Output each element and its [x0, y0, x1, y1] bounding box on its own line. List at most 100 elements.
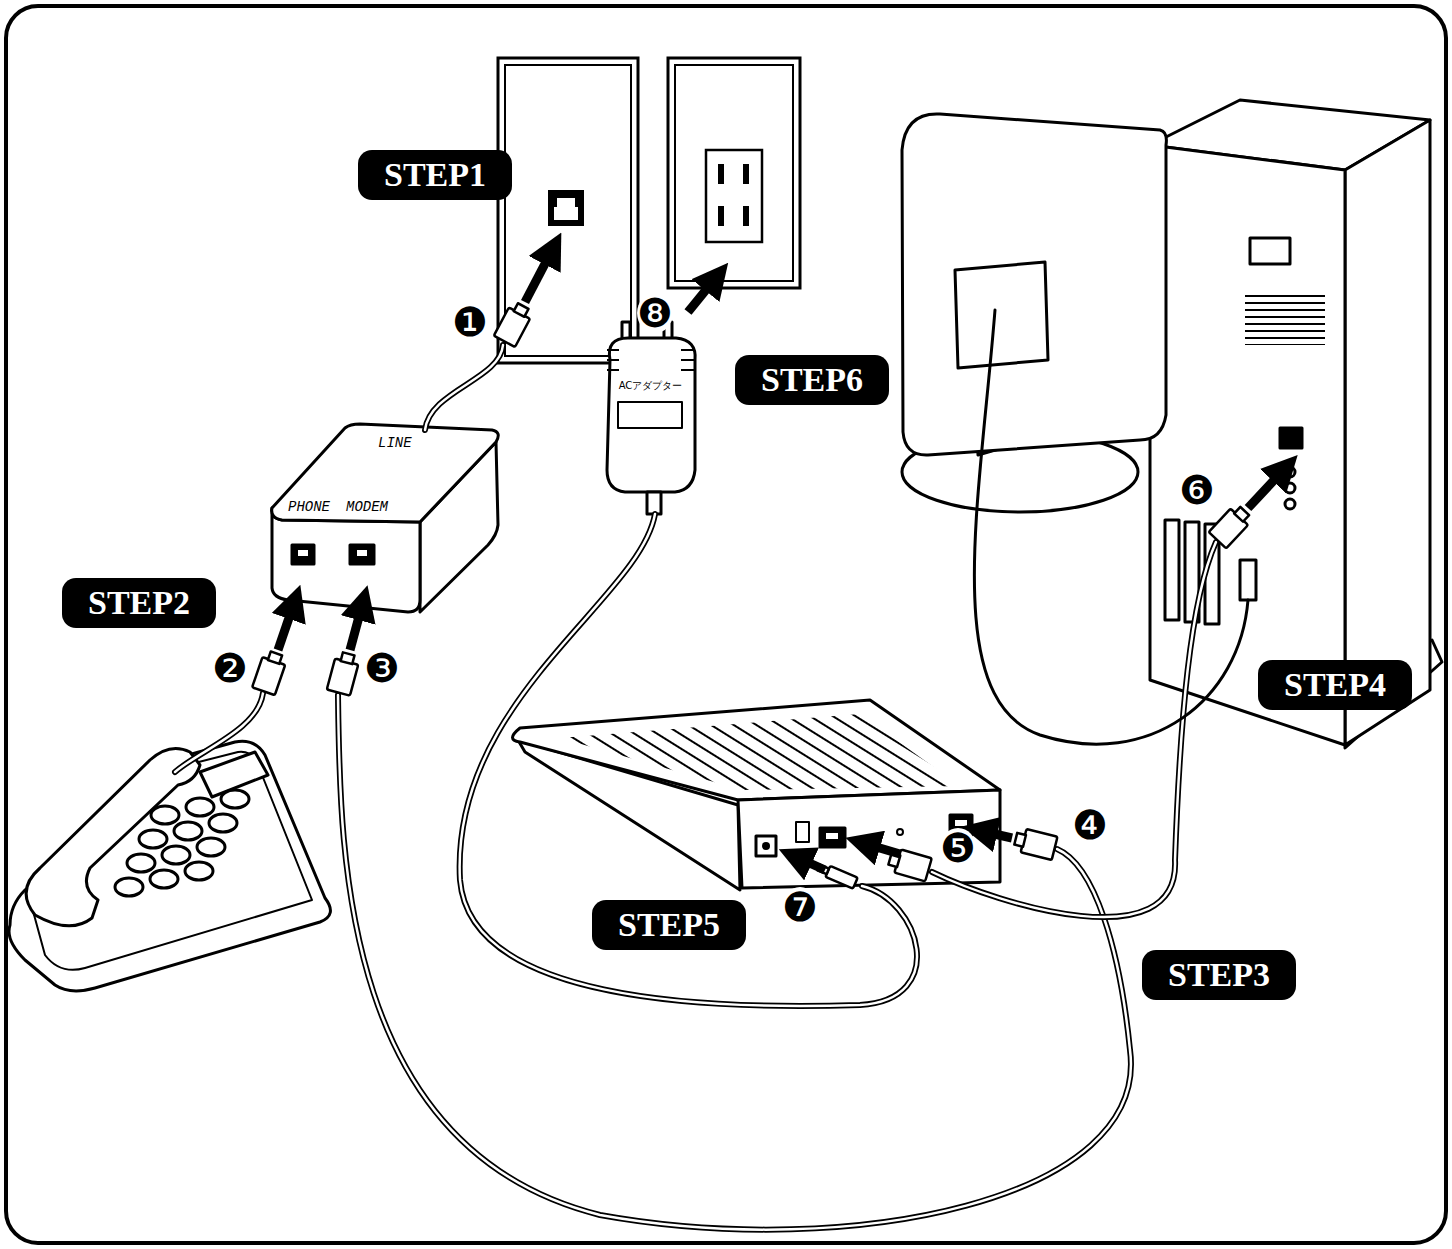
frame — [6, 6, 1446, 1243]
cable — [175, 310, 1248, 1230]
telephone — [186, 798, 214, 816]
callout-number: ❽ — [637, 293, 673, 333]
step-badge: STEP6 — [735, 355, 889, 405]
plug — [341, 652, 355, 664]
cable — [974, 310, 1248, 744]
power-outlet — [668, 58, 800, 288]
power-outlet — [706, 150, 762, 242]
step-label: STEP1 — [384, 157, 486, 193]
line-splitter — [272, 508, 420, 612]
telephone — [127, 854, 155, 872]
telephone — [221, 790, 249, 808]
step-label: STEP4 — [1284, 667, 1386, 703]
modem — [820, 828, 845, 847]
plug — [1013, 827, 1058, 860]
power-outlet — [675, 65, 793, 281]
device-label: PHONE — [288, 500, 330, 515]
insert-arrow — [350, 613, 360, 650]
step-badge: STEP5 — [592, 900, 746, 950]
monitor — [902, 114, 1166, 512]
ac-adapter — [681, 349, 695, 351]
modem — [796, 822, 809, 842]
modem — [738, 790, 1000, 888]
pc-tower — [1285, 483, 1295, 493]
line-splitter — [272, 424, 499, 522]
cable — [175, 693, 263, 772]
insert-arrow — [1248, 476, 1278, 508]
callout-number: ❷ — [212, 648, 248, 688]
plug — [268, 651, 282, 663]
phone-wall-jack — [505, 65, 631, 356]
plug — [327, 659, 358, 696]
telephone — [9, 741, 330, 991]
insert-arrow — [278, 258, 1278, 870]
line-splitter — [350, 545, 374, 564]
step-label: STEP6 — [761, 362, 863, 398]
telephone — [139, 830, 167, 848]
step-badge: STEP3 — [1142, 950, 1296, 1000]
power-outlet — [668, 58, 800, 288]
insert-arrow — [805, 861, 825, 870]
device-label: ACアダプター — [603, 380, 698, 391]
modem — [756, 836, 776, 856]
plug — [514, 303, 529, 317]
step-badge: STEP2 — [62, 578, 216, 628]
phone-wall-jack — [554, 207, 578, 220]
callout-number: ❻ — [1179, 470, 1215, 510]
plug — [1021, 829, 1058, 860]
modem — [955, 820, 967, 826]
ac-adapter — [681, 369, 695, 371]
line-splitter — [292, 545, 314, 564]
telephone — [150, 870, 178, 888]
line-splitter — [298, 550, 308, 556]
pc-tower — [1280, 428, 1302, 448]
pc-tower — [1150, 145, 1345, 745]
callout-number: ❹ — [1072, 805, 1108, 845]
power-outlet — [743, 206, 749, 226]
line-splitter — [357, 550, 367, 556]
pc-tower — [1345, 120, 1430, 745]
power-outlet — [718, 206, 724, 226]
pc-tower — [1150, 100, 1442, 748]
plug — [327, 651, 361, 696]
power-outlet — [718, 164, 724, 184]
ac-adapter — [607, 322, 695, 514]
step-label: STEP5 — [618, 907, 720, 943]
plug — [494, 300, 534, 347]
cable — [338, 695, 1131, 1230]
plug — [1014, 833, 1026, 847]
cable — [425, 345, 503, 430]
pc-tower — [1165, 520, 1179, 620]
step-label: STEP3 — [1168, 957, 1270, 993]
ac-adapter — [607, 369, 619, 371]
insert-arrow — [688, 285, 710, 312]
line-splitter — [272, 424, 499, 612]
telephone — [174, 822, 202, 840]
callout-number: ❼ — [782, 887, 818, 927]
step-badge: STEP4 — [1258, 660, 1412, 710]
modem — [560, 714, 960, 790]
ac-adapter-label: ACアダプター — [603, 320, 702, 492]
pc-tower — [1285, 467, 1295, 477]
telephone — [162, 846, 190, 864]
insert-arrow — [873, 846, 900, 854]
ac-adapter — [607, 359, 619, 361]
modem — [897, 829, 903, 835]
step-label: STEP2 — [88, 585, 190, 621]
callout-number: ❸ — [364, 648, 400, 688]
device-label: MODEM — [346, 500, 388, 515]
modem — [762, 842, 770, 850]
monitor — [902, 114, 1166, 455]
phone-wall-jack — [548, 190, 584, 226]
callout-number: ❶ — [452, 302, 488, 342]
plug — [825, 866, 857, 889]
callout-number: ❺ — [940, 828, 976, 868]
modem — [513, 700, 1001, 890]
telephone — [209, 814, 237, 832]
insert-arrow — [278, 612, 291, 650]
cable — [460, 514, 917, 1006]
plug — [252, 650, 288, 696]
